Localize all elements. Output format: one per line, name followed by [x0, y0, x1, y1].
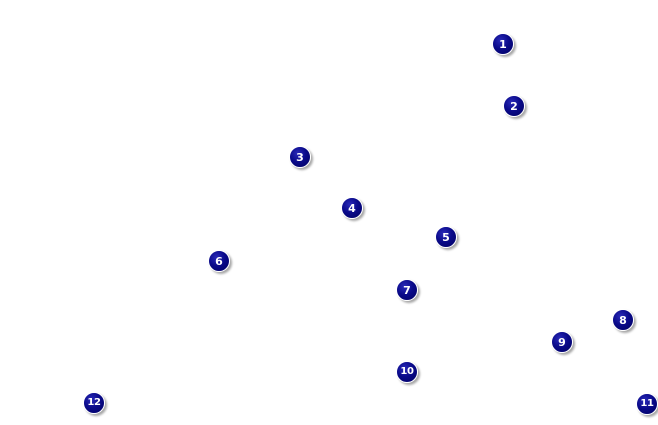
- map-marker-6[interactable]: 6: [208, 250, 230, 272]
- map-marker-2[interactable]: 2: [503, 95, 525, 117]
- map-marker-1[interactable]: 1: [492, 33, 514, 55]
- map-marker-3[interactable]: 3: [289, 146, 311, 168]
- map-marker-9[interactable]: 9: [551, 331, 573, 353]
- map-marker-11[interactable]: 11: [636, 393, 658, 415]
- map-marker-5[interactable]: 5: [435, 226, 457, 248]
- map-marker-7[interactable]: 7: [396, 279, 418, 301]
- map-marker-8[interactable]: 8: [612, 309, 634, 331]
- map-marker-12[interactable]: 12: [83, 392, 105, 414]
- map-marker-10[interactable]: 10: [396, 361, 418, 383]
- map-marker-4[interactable]: 4: [341, 197, 363, 219]
